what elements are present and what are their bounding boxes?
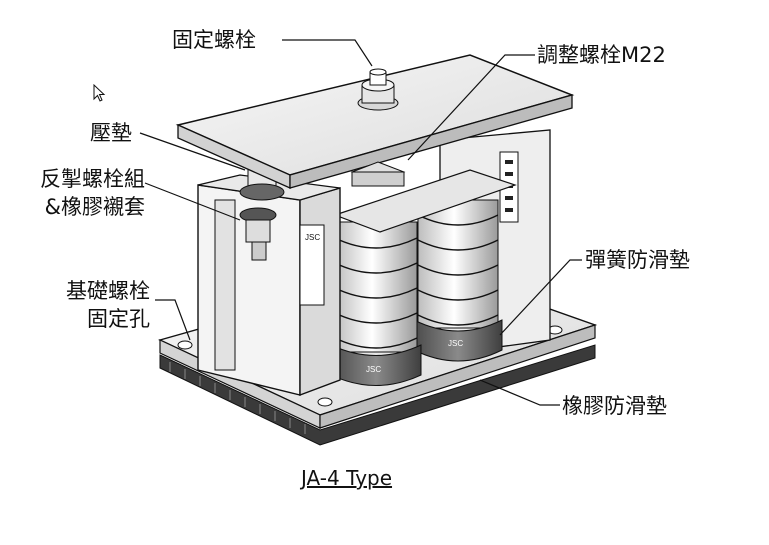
rebound-bolt-assembly	[239, 159, 285, 261]
label-fixing-bolt: 固定螺栓	[172, 28, 256, 52]
label-washer: 壓墊	[90, 121, 132, 145]
brand-mark: JSC	[305, 233, 320, 242]
label-adjusting-bolt: 調整螺栓M22	[537, 43, 666, 67]
leader-lines	[139, 39, 582, 406]
mouse-pointer-icon	[93, 83, 107, 108]
label-rubber-pad: 橡膠防滑墊	[562, 394, 667, 418]
rubber-anti-slip-pad	[159, 344, 596, 446]
label-spring-pad: 彈簧防滑墊	[585, 248, 690, 272]
fixing-bolt	[357, 68, 399, 111]
spring-plate	[333, 169, 517, 233]
spring-left: JSC	[330, 221, 422, 386]
adjusting-bolt	[350, 161, 406, 187]
model-title: JA-4 Type	[301, 466, 393, 490]
label-foundation-line1: 基礎螺栓	[66, 279, 150, 303]
label-rebound-bolt-line2: &橡膠襯套	[44, 195, 145, 219]
top-plate	[175, 54, 575, 190]
label-rebound-bolt-line1: 反掣螺栓組	[40, 167, 145, 191]
label-foundation-line2: 固定孔	[87, 307, 150, 331]
brand-mark: JSC	[448, 339, 463, 348]
front-housing: JSC	[197, 174, 341, 397]
brand-mark: JSC	[366, 365, 381, 374]
spring-right: JSC	[413, 199, 503, 362]
